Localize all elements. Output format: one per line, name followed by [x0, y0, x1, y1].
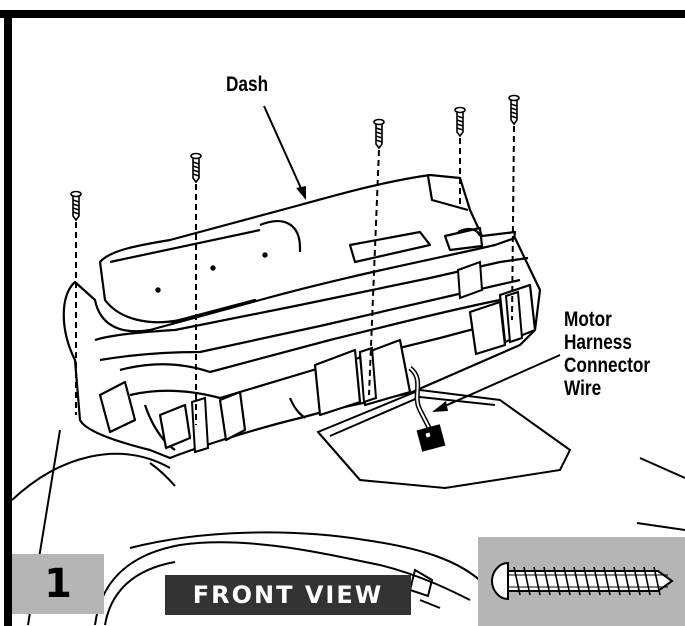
step-badge: 1	[12, 554, 104, 614]
motor-harness-connector	[408, 366, 446, 452]
motor-label-line-2: Harness	[564, 331, 632, 354]
leader-lines	[263, 105, 561, 411]
dash-screws	[70, 94, 520, 222]
screw-icon	[490, 561, 674, 601]
screw-1	[70, 190, 82, 222]
frame	[0, 10, 685, 626]
screw-detail-panel	[478, 537, 685, 626]
motor-label-line-1: Motor	[564, 308, 612, 331]
screw-3	[373, 118, 385, 150]
screw-guide-lines	[75, 125, 515, 425]
dash-label: Dash	[226, 73, 269, 96]
motor-label-line-3: Connector	[564, 354, 651, 377]
motor-label-line-4: Wire	[564, 377, 602, 400]
view-label: FRONT VIEW	[192, 581, 384, 609]
screw-5	[508, 94, 520, 126]
step-number: 1	[44, 561, 72, 607]
mounting-clips	[190, 260, 524, 454]
view-caption: FRONT VIEW	[165, 575, 411, 615]
harness-recess	[316, 388, 572, 490]
screw-4	[454, 106, 466, 138]
leader-arrowheads	[296, 186, 448, 412]
screw-2	[190, 152, 202, 184]
